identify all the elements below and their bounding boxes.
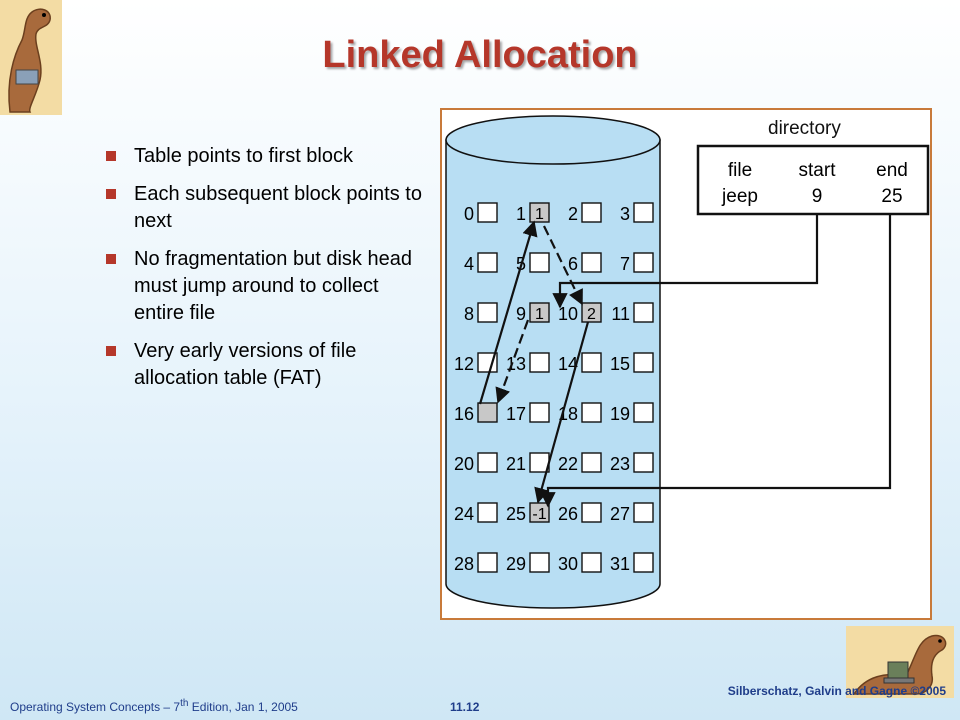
- bullet-item: No fragmentation but disk head must jump…: [102, 246, 422, 327]
- block-number-7: 7: [620, 254, 630, 274]
- block-number-30: 30: [558, 554, 578, 574]
- block-box-13: [529, 352, 550, 373]
- block-box-2: [581, 202, 602, 223]
- dinosaur-logo-icon: [0, 0, 62, 115]
- block-number-22: 22: [558, 454, 578, 474]
- block-box-1: [529, 202, 550, 223]
- block-number-26: 26: [558, 504, 578, 524]
- block-box-10: [581, 302, 602, 323]
- linked-allocation-diagram: 0112345678911021112131415161718192021222…: [440, 108, 932, 620]
- block-pointer-value-1: 1: [535, 206, 544, 223]
- directory-label: directory: [768, 118, 841, 139]
- bullet-item: Table points to first block: [102, 143, 422, 170]
- block-box-16: [477, 402, 498, 423]
- block-box-31: [633, 552, 654, 573]
- start-pointer-arrow: [552, 214, 819, 309]
- block-number-3: 3: [620, 204, 630, 224]
- block-number-28: 28: [454, 554, 474, 574]
- block-number-4: 4: [464, 254, 474, 274]
- block-box-0: [477, 202, 498, 223]
- square-bullet-icon: [106, 189, 116, 199]
- directory-file-value: jeep: [721, 186, 758, 207]
- block-box-24: [477, 502, 498, 523]
- block-box-15: [633, 352, 654, 373]
- square-bullet-icon: [106, 254, 116, 264]
- dinosaur-laptop-logo-icon: [846, 626, 954, 698]
- block-number-0: 0: [464, 204, 474, 224]
- block-number-8: 8: [464, 304, 474, 324]
- footer-authors: Silberschatz, Galvin and Gagne ©2005: [727, 684, 946, 698]
- block-box-20: [477, 452, 498, 473]
- block-number-20: 20: [454, 454, 474, 474]
- block-box-4: [477, 252, 498, 273]
- block-number-19: 19: [610, 404, 630, 424]
- block-number-15: 15: [610, 354, 630, 374]
- footer-course: Operating System Concepts – 7th Edition,…: [10, 698, 298, 714]
- block-number-6: 6: [568, 254, 578, 274]
- slide-title: Linked Allocation: [322, 34, 638, 76]
- block-box-3: [633, 202, 654, 223]
- block-number-23: 23: [610, 454, 630, 474]
- bullet-item: Each subsequent block points to next: [102, 181, 422, 235]
- block-box-18: [581, 402, 602, 423]
- block-box-11: [633, 302, 654, 323]
- directory-header-file: file: [728, 160, 752, 181]
- block-number-16: 16: [454, 404, 474, 424]
- block-box-17: [529, 402, 550, 423]
- block-pointer-value-10: 2: [587, 306, 596, 323]
- slide-number: 11.12: [450, 700, 480, 714]
- block-box-12: [477, 352, 498, 373]
- block-number-12: 12: [454, 354, 474, 374]
- block-number-17: 17: [506, 404, 526, 424]
- block-number-21: 21: [506, 454, 526, 474]
- block-box-8: [477, 302, 498, 323]
- disk-cylinder: [445, 139, 661, 609]
- block-number-29: 29: [506, 554, 526, 574]
- block-box-28: [477, 552, 498, 573]
- directory-table: [696, 144, 930, 216]
- chain-arrow-10-25: [534, 321, 590, 504]
- block-number-31: 31: [610, 554, 630, 574]
- directory-start-value: 9: [812, 186, 823, 207]
- block-box-19: [633, 402, 654, 423]
- directory-end-value: 25: [881, 186, 902, 207]
- block-box-7: [633, 252, 654, 273]
- disk-top: [445, 115, 661, 165]
- square-bullet-icon: [106, 151, 116, 161]
- block-number-10: 10: [558, 304, 578, 324]
- block-grid: 0112345678911021112131415161718192021222…: [454, 202, 654, 574]
- block-number-24: 24: [454, 504, 474, 524]
- block-number-9: 9: [516, 304, 526, 324]
- block-number-1: 1: [516, 204, 526, 224]
- chain-arrow-16-1: [478, 220, 538, 405]
- block-number-25: 25: [506, 504, 526, 524]
- block-number-11: 11: [611, 304, 630, 324]
- block-box-6: [581, 252, 602, 273]
- block-box-9: [529, 302, 550, 323]
- bullet-item: Very early versions of file allocation t…: [102, 338, 422, 392]
- block-box-29: [529, 552, 550, 573]
- block-box-26: [581, 502, 602, 523]
- bullet-list: Table points to first block Each subsequ…: [102, 143, 422, 403]
- block-number-27: 27: [610, 504, 630, 524]
- block-number-2: 2: [568, 204, 578, 224]
- directory-header-start: start: [799, 160, 837, 181]
- block-pointer-value-9: 1: [535, 306, 544, 323]
- block-box-5: [529, 252, 550, 273]
- block-box-23: [633, 452, 654, 473]
- directory-header-end: end: [876, 160, 908, 181]
- block-box-30: [581, 552, 602, 573]
- block-box-22: [581, 452, 602, 473]
- block-box-14: [581, 352, 602, 373]
- block-number-14: 14: [558, 354, 578, 374]
- square-bullet-icon: [106, 346, 116, 356]
- block-box-27: [633, 502, 654, 523]
- block-pointer-value-25: -1: [532, 506, 546, 523]
